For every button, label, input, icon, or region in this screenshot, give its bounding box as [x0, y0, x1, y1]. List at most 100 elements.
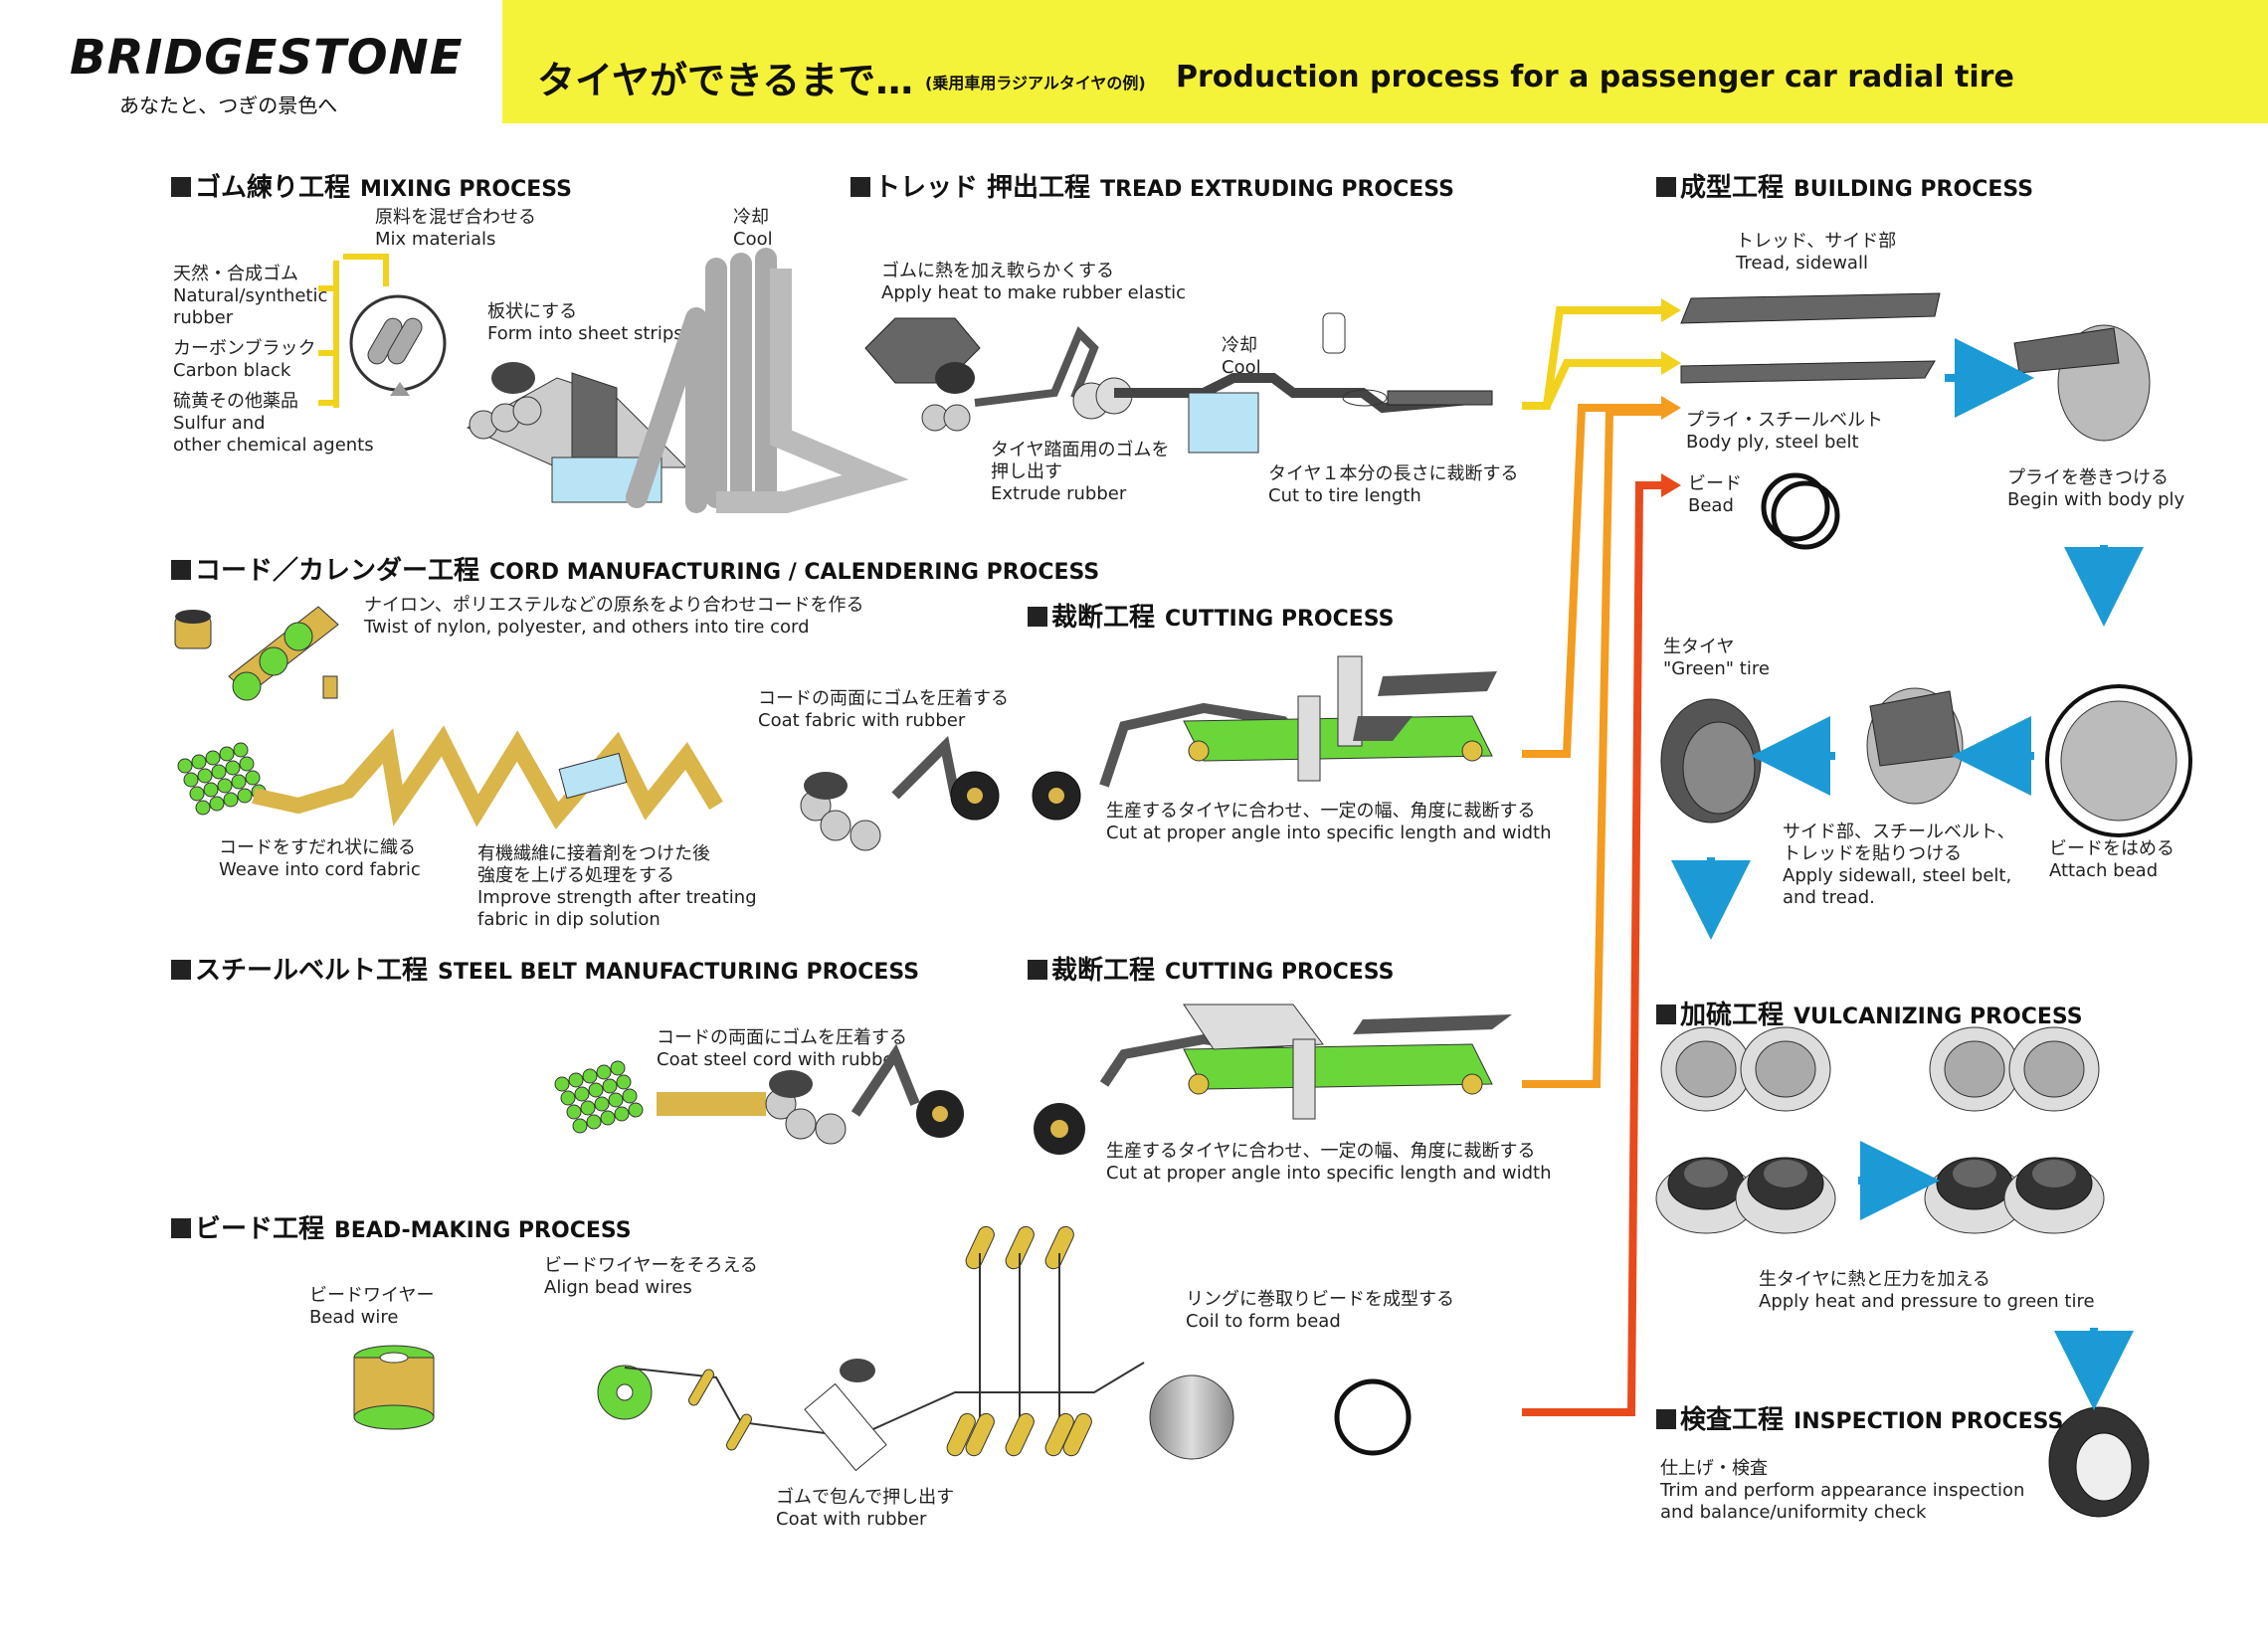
- steel-end: [566, 1104, 582, 1120]
- steel-end: [608, 1092, 624, 1108]
- cutting-1-diagram: [1099, 655, 1497, 788]
- steel-diagram: [554, 1043, 964, 1145]
- page-title-jp: タイヤができるまで…: [537, 59, 914, 102]
- page-title-en: Production process for a passenger car r…: [1176, 60, 2014, 94]
- steel-end: [616, 1074, 632, 1090]
- sheet-rollers: [466, 248, 909, 513]
- cord-end: [203, 782, 219, 798]
- bead-extruder-icon: [804, 1382, 887, 1472]
- steel-end: [596, 1064, 612, 1080]
- cord-end: [205, 750, 221, 766]
- steel-end: [572, 1118, 588, 1134]
- cord-end: [217, 778, 233, 794]
- cord-end: [177, 758, 193, 774]
- cord-end: [197, 768, 213, 784]
- cord-end: [211, 764, 227, 780]
- vulcanizing-diagram: [1655, 1026, 2105, 1234]
- green-tire-icon: [1660, 698, 1762, 824]
- steel-end: [628, 1102, 644, 1118]
- steel-end: [600, 1110, 616, 1126]
- building-diagram: [1660, 292, 2192, 837]
- bead-ring-icon: [1334, 1378, 1412, 1456]
- ply-drum-icon: [2013, 324, 2151, 442]
- cord-diagram: [174, 606, 1081, 851]
- tread-strip-icon: [1680, 292, 1941, 324]
- cutter-icon: [1322, 312, 1346, 354]
- cord-end: [183, 772, 199, 788]
- cord-end: [245, 770, 261, 786]
- steel-end: [622, 1088, 638, 1104]
- steel-bundle: [554, 1060, 644, 1134]
- tread-diagram: [864, 312, 1493, 454]
- cord-end: [231, 774, 247, 790]
- bead-drum-icon: [2045, 684, 2192, 837]
- steel-end: [610, 1060, 626, 1076]
- mixing-diagram: [318, 254, 447, 408]
- apply-drum-icon: [1866, 687, 1964, 805]
- steel-end: [582, 1068, 598, 1084]
- bead-roller-bottom: [1005, 1412, 1035, 1457]
- cord-end: [195, 800, 211, 816]
- steel-end: [586, 1114, 602, 1130]
- cord-bundle: [177, 742, 267, 816]
- steel-end: [594, 1096, 610, 1112]
- flow-arrows: [1522, 298, 2144, 1416]
- steel-end: [560, 1090, 576, 1106]
- steel-end: [580, 1100, 596, 1116]
- bead-roller-top: [965, 1225, 995, 1270]
- bead-diagram: [353, 1225, 1412, 1472]
- cord-end: [223, 792, 239, 808]
- title-banner: [502, 0, 2268, 123]
- steel-end: [568, 1072, 584, 1088]
- logo-tagline: あなたと、つぎの景色へ: [119, 93, 338, 117]
- cord-end: [209, 796, 225, 812]
- cord-end: [239, 756, 255, 772]
- cord-end: [225, 760, 241, 776]
- cord-end: [219, 746, 235, 762]
- bridgestone-logo: BRIDGESTONE: [70, 30, 464, 86]
- page-title-jp-sub: (乗用車用ラジアルタイヤの例): [925, 74, 1146, 92]
- cord-end: [189, 786, 205, 802]
- coil-drum-icon: [1149, 1374, 1234, 1460]
- red-flow-arrow: [1522, 481, 1661, 1416]
- caption-green-tire: 生タイヤ"Green" tire: [1663, 637, 1770, 679]
- bead-ring-part-icon: [1761, 472, 1830, 542]
- cutting-2-diagram: [1034, 1004, 1512, 1155]
- feed-line-icon: [343, 254, 389, 286]
- bead-roller-top: [1044, 1225, 1074, 1270]
